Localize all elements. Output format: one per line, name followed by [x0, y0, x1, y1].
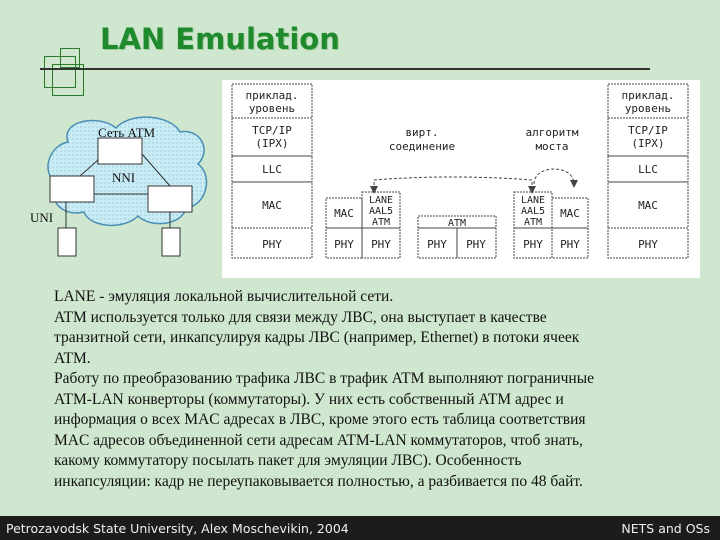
right-stack: [607, 83, 689, 259]
right-app-line1: приклад.: [622, 89, 675, 102]
left-mac: MAC: [262, 199, 282, 212]
right-llc: LLC: [638, 163, 658, 176]
right-app-line2: уровень: [625, 102, 671, 115]
conv-left-atm: ATM: [372, 217, 390, 228]
atm-switch-right: [147, 185, 193, 213]
body-line: ATM используется только для связи между …: [54, 308, 547, 326]
bridge-arrowhead: [570, 180, 578, 188]
left-app-line2: уровень: [249, 102, 295, 115]
title-rule: [40, 68, 650, 70]
conv-left-phy1: PHY: [334, 238, 354, 251]
right-mac: MAC: [638, 199, 658, 212]
body-line: ATM.: [54, 349, 91, 367]
bridge-loop-arrow: [533, 168, 575, 185]
left-app-line1: приклад.: [246, 89, 299, 102]
footer-bar: Petrozavodsk State University, Alex Mosc…: [0, 516, 720, 540]
uni-label: UNI: [30, 210, 53, 225]
virt-conn-line1: вирт.: [405, 126, 438, 139]
right-converter: [513, 191, 589, 259]
switch-phy1: PHY: [427, 238, 447, 251]
host-right: [161, 227, 181, 257]
left-ipx: (IPX): [255, 137, 288, 150]
nni-label: NNI: [112, 170, 135, 185]
body-text: LANE - эмуляция локальной вычислительной…: [54, 287, 694, 492]
bridge-alg-line1: алгоритм: [526, 126, 579, 139]
decor-square-2: [52, 64, 84, 96]
atm-switch-stack: [417, 215, 497, 259]
link-top-right: [141, 153, 171, 187]
footer-course: NETS and OSs: [621, 521, 710, 536]
stack-panel: [222, 80, 700, 278]
body-line: инкапсуляции: кадр не переупаковывается …: [54, 472, 583, 490]
conv-right-mac: MAC: [560, 207, 580, 220]
body-line: информация о всех MAC адресах в ЛВС, кро…: [54, 411, 586, 428]
slide-title: LAN Emulation: [100, 22, 340, 56]
conv-right-phy1: PHY: [523, 238, 543, 251]
atm-switch-top: [97, 137, 143, 165]
atm-network-label: Сеть АТМ: [98, 125, 155, 140]
conv-left-aal5: AAL5: [369, 206, 393, 217]
conv-right-phy2: PHY: [560, 238, 580, 251]
footer-credit: Petrozavodsk State University, Alex Mosc…: [6, 521, 349, 536]
right-ipx: (IPX): [631, 137, 664, 150]
left-stack: [231, 83, 313, 259]
right-phy: PHY: [638, 238, 658, 251]
conv-right-lane: LANE: [521, 195, 545, 206]
body-line: LANE - эмуляция локальной вычислительной…: [54, 288, 394, 305]
virt-conn-line2: соединение: [389, 140, 455, 153]
switch-atm: ATM: [448, 218, 466, 229]
lane-stack-diagram: приклад. уровень TCP/IP (IPX) LLC MAC PH…: [222, 80, 700, 278]
body-line: Работу по преобразованию трафика ЛВС в т…: [54, 370, 594, 387]
atm-cloud-diagram: Сеть АТМ NNI UNI: [30, 116, 208, 257]
body-line: транзитной сети, инкапсулируя кадры ЛВС …: [54, 329, 580, 346]
conv-left-lane: LANE: [369, 195, 393, 206]
left-llc: LLC: [262, 163, 282, 176]
body-line: ATM-LAN конверторы (коммутаторы). У них …: [54, 390, 564, 408]
conv-left-mac: MAC: [334, 207, 354, 220]
conv-right-atm: ATM: [524, 217, 542, 228]
vc-arrowhead-right: [528, 186, 536, 194]
host-left: [57, 227, 77, 257]
body-line: какому коммутатору посылать пакет для эм…: [54, 452, 522, 469]
bridge-alg-line2: моста: [535, 140, 568, 153]
left-converter: [325, 191, 401, 259]
vc-arrowhead-left: [370, 186, 378, 194]
conv-left-phy2: PHY: [371, 238, 391, 251]
link-top-left: [79, 159, 99, 177]
left-tcpip: TCP/IP: [252, 124, 292, 137]
right-tcpip: TCP/IP: [628, 124, 668, 137]
atm-switch-left: [49, 175, 95, 203]
decor-square-3: [60, 48, 80, 68]
switch-phy2: PHY: [466, 238, 486, 251]
conv-right-aal5: AAL5: [521, 206, 545, 217]
body-line: MAC адресов объединенной сети адресам AT…: [54, 431, 583, 449]
left-phy: PHY: [262, 238, 282, 251]
